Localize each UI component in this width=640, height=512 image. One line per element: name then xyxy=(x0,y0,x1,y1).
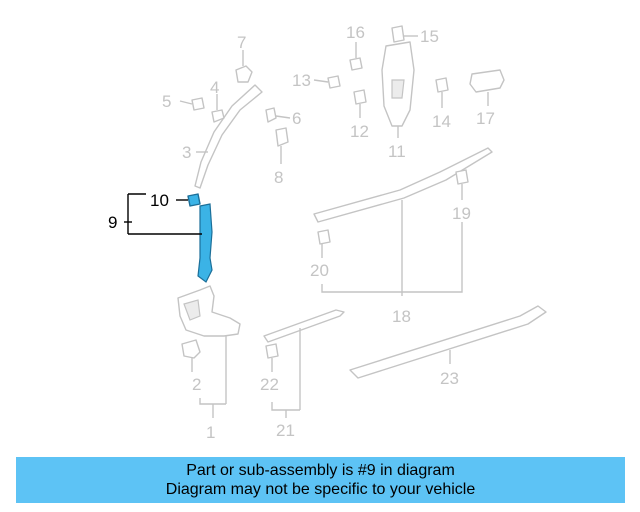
label-22: 22 xyxy=(260,375,279,394)
label-15: 15 xyxy=(420,27,439,46)
part-1-kick-panel: 1 xyxy=(177,285,241,442)
part-9-highlighted-trim[interactable]: 9 xyxy=(108,193,213,283)
part-21-sill-strip: 21 xyxy=(263,309,345,440)
part-22-clip: 22 xyxy=(260,343,279,394)
parts-diagram: 3 7 4 5 6 8 11 16 xyxy=(108,23,547,442)
label-4: 4 xyxy=(210,78,219,97)
part-19-clip: 19 xyxy=(452,169,471,223)
part-2-cover: 2 xyxy=(181,339,201,394)
label-12: 12 xyxy=(350,122,369,141)
part-5-bolt: 5 xyxy=(162,92,205,111)
part-14-screw: 14 xyxy=(432,77,451,131)
banner-line-1: Part or sub-assembly is #9 in diagram xyxy=(186,462,455,479)
label-6: 6 xyxy=(292,109,301,128)
part-15-clip: 15 xyxy=(391,25,439,46)
part-7-clip: 7 xyxy=(235,33,253,83)
part-18-sill-trim: 18 xyxy=(313,147,493,326)
part-16-clip: 16 xyxy=(346,23,365,71)
label-14: 14 xyxy=(432,112,451,131)
label-19: 19 xyxy=(452,204,471,223)
part-8-cover: 8 xyxy=(274,127,289,187)
part-6-clip: 6 xyxy=(265,107,301,128)
part-20-clip: 20 xyxy=(310,229,331,280)
label-17: 17 xyxy=(476,109,495,128)
label-18: 18 xyxy=(392,307,411,326)
part-13-bolt: 13 xyxy=(292,71,341,90)
label-8: 8 xyxy=(274,168,283,187)
part-23-scuff-plate: 23 xyxy=(349,305,547,388)
label-20: 20 xyxy=(310,261,329,280)
label-23: 23 xyxy=(440,369,459,388)
part-10-clip: 10 xyxy=(150,191,201,210)
banner-line-2: Diagram may not be specific to your vehi… xyxy=(165,481,476,498)
label-10: 10 xyxy=(150,191,169,210)
part-12-bolt: 12 xyxy=(350,89,369,141)
part-4-fastener: 4 xyxy=(210,78,225,123)
label-13: 13 xyxy=(292,71,311,90)
part-3-a-pillar-trim: 3 xyxy=(182,84,263,189)
part-17-handle: 17 xyxy=(469,69,505,128)
label-2: 2 xyxy=(192,375,201,394)
label-16: 16 xyxy=(346,23,365,42)
label-5: 5 xyxy=(162,92,171,111)
label-1: 1 xyxy=(206,423,215,442)
info-banner: Part or sub-assembly is #9 in diagram Di… xyxy=(16,457,625,503)
label-11: 11 xyxy=(388,142,406,161)
label-9: 9 xyxy=(108,213,117,232)
label-21: 21 xyxy=(276,421,295,440)
part-11-b-pillar-trim: 11 xyxy=(381,41,415,161)
label-3: 3 xyxy=(182,143,191,162)
label-7: 7 xyxy=(237,33,246,52)
